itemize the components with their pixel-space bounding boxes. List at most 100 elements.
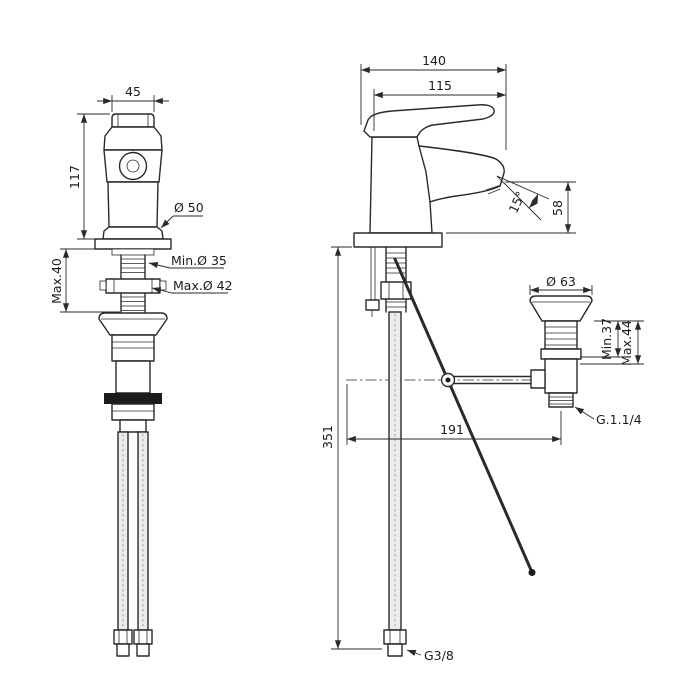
dim-overall-depth-label: 140: [422, 53, 446, 68]
front-drain-body-mid: [115, 360, 151, 394]
side-faucet: [363, 104, 505, 234]
front-nut-tab-right: [159, 280, 167, 291]
dim-waste-deck-max: Max.44: [580, 320, 644, 366]
waste-tailpiece: [548, 392, 574, 408]
front-fitting-right: [133, 629, 153, 645]
dim-front-hole-min: Min.Ø 35: [148, 253, 227, 269]
dim-waste-deck-max-label: Max.44: [619, 320, 634, 366]
dim-waste-flange-label: Ø 63: [546, 274, 576, 289]
dim-front-body-height: 117: [67, 113, 110, 240]
waste-side-port: [530, 369, 546, 389]
waste-body-lower: [544, 358, 578, 394]
side-lever-handle: [363, 104, 495, 138]
front-hose-braid: [122, 434, 144, 628]
dim-front-deck-thickness-label: Max.40: [49, 258, 64, 304]
dim-waste-thread-leader: [574, 406, 595, 420]
front-deck: [94, 238, 172, 250]
side-pullrod-knob: [365, 299, 380, 311]
dim-supply-thread: G3/8: [406, 648, 454, 663]
front-drain-gasket: [104, 393, 162, 404]
dim-front-deck-thickness: Max.40: [49, 248, 120, 313]
front-faucet: [94, 113, 172, 250]
popup-waste: [529, 295, 593, 408]
front-handle-cap-detail: [117, 114, 149, 127]
dim-front-body-height-label: 117: [67, 165, 82, 189]
front-drain-flange: [98, 312, 168, 336]
front-shank-threads-lower: [121, 296, 145, 311]
side-pullrod-lines: [370, 247, 376, 300]
dim-supply-length-label: 351: [320, 425, 335, 449]
front-mounting: [99, 248, 167, 313]
side-deck: [353, 232, 443, 248]
waste-ring: [540, 348, 582, 360]
dim-front-base-diameter-leader: [160, 215, 174, 229]
dim-spout-height: 58: [446, 181, 576, 234]
side-view: 140 115 15° 58 Ø 63 Min.37: [320, 53, 644, 663]
front-fitting-right-flats: [138, 630, 148, 644]
front-base-flange: [102, 226, 164, 240]
front-fitting-left-flats: [118, 630, 128, 644]
side-aerator: [485, 184, 502, 195]
front-fitting-left-tip: [116, 643, 130, 657]
front-shank-threads: [121, 258, 145, 273]
front-handle-cap: [111, 113, 155, 128]
dim-spout-angle-legs: [496, 175, 550, 221]
popup-pivot-center: [445, 377, 451, 383]
side-nut-flats: [388, 282, 404, 299]
dim-supply-thread-leader: [406, 649, 422, 656]
front-body: [107, 181, 159, 228]
dim-waste-offset-label: 191: [440, 422, 464, 437]
dim-spout-angle-arc: [528, 193, 539, 209]
dim-spout-reach-label: 115: [428, 78, 452, 93]
side-fitting: [383, 629, 407, 645]
front-nut-tab-left: [99, 280, 107, 291]
waste-flange: [529, 295, 593, 322]
waste-body-threads: [545, 326, 577, 346]
front-view: 45 117 Ø 50 Min.Ø 35 Max.Ø 42 Max.40: [49, 84, 233, 657]
side-pullrod: [365, 247, 380, 317]
side-spout: [418, 145, 505, 203]
front-handle: [103, 126, 163, 151]
popup-lever-arm: [453, 375, 538, 385]
front-drain-body-lower: [111, 403, 155, 421]
front-medallion-inner: [126, 159, 140, 173]
dim-waste-deck-min-label: Min.37: [599, 318, 614, 360]
dim-front-hole-max-leader: [151, 287, 228, 294]
dim-front-base-diameter: Ø 50: [160, 200, 204, 229]
front-drain-body-lines: [112, 341, 154, 349]
side-body: [369, 136, 433, 234]
front-medallion-icon: [118, 151, 148, 181]
dim-front-hole-max: Max.Ø 42: [151, 278, 233, 294]
dim-waste-thread-label: G.1.1/4: [596, 412, 642, 427]
dim-overall-depth-ext: [360, 64, 507, 150]
waste-body-upper: [544, 320, 578, 350]
front-washer: [111, 248, 155, 256]
front-hoses: [113, 431, 153, 657]
dim-spout-angle: 15°: [496, 175, 550, 221]
dim-spout-height-label: 58: [550, 200, 565, 216]
dim-spout-height-ext: [446, 181, 576, 234]
front-fitting-left: [113, 629, 133, 645]
side-hose: [383, 311, 407, 657]
dim-spout-angle-label: 15°: [506, 189, 529, 215]
dim-front-hole-min-leader: [148, 262, 224, 269]
dim-front-hole-min-label: Min.Ø 35: [171, 253, 227, 268]
dim-supply-length: 351: [320, 246, 382, 650]
waste-tail-threads: [549, 396, 573, 405]
dim-waste-thread: G.1.1/4: [574, 406, 642, 427]
front-fitting-right-tip: [136, 643, 150, 657]
dim-front-cap-width: 45: [97, 84, 169, 112]
dim-spout-reach: 115: [373, 78, 507, 131]
dim-front-hole-max-label: Max.Ø 42: [173, 278, 233, 293]
dim-overall-depth: 140: [360, 53, 507, 150]
side-fitting-tip: [387, 643, 403, 657]
popup-rod-end-ball: [528, 569, 536, 576]
front-drain-tail: [119, 419, 147, 433]
dim-waste-flange-diameter: Ø 63: [529, 274, 593, 295]
dim-waste-deck-min: Min.37: [580, 318, 644, 360]
front-drain: [98, 312, 168, 433]
dim-waste-offset: 191: [346, 384, 562, 445]
dim-front-cap-width-label: 45: [125, 84, 141, 99]
